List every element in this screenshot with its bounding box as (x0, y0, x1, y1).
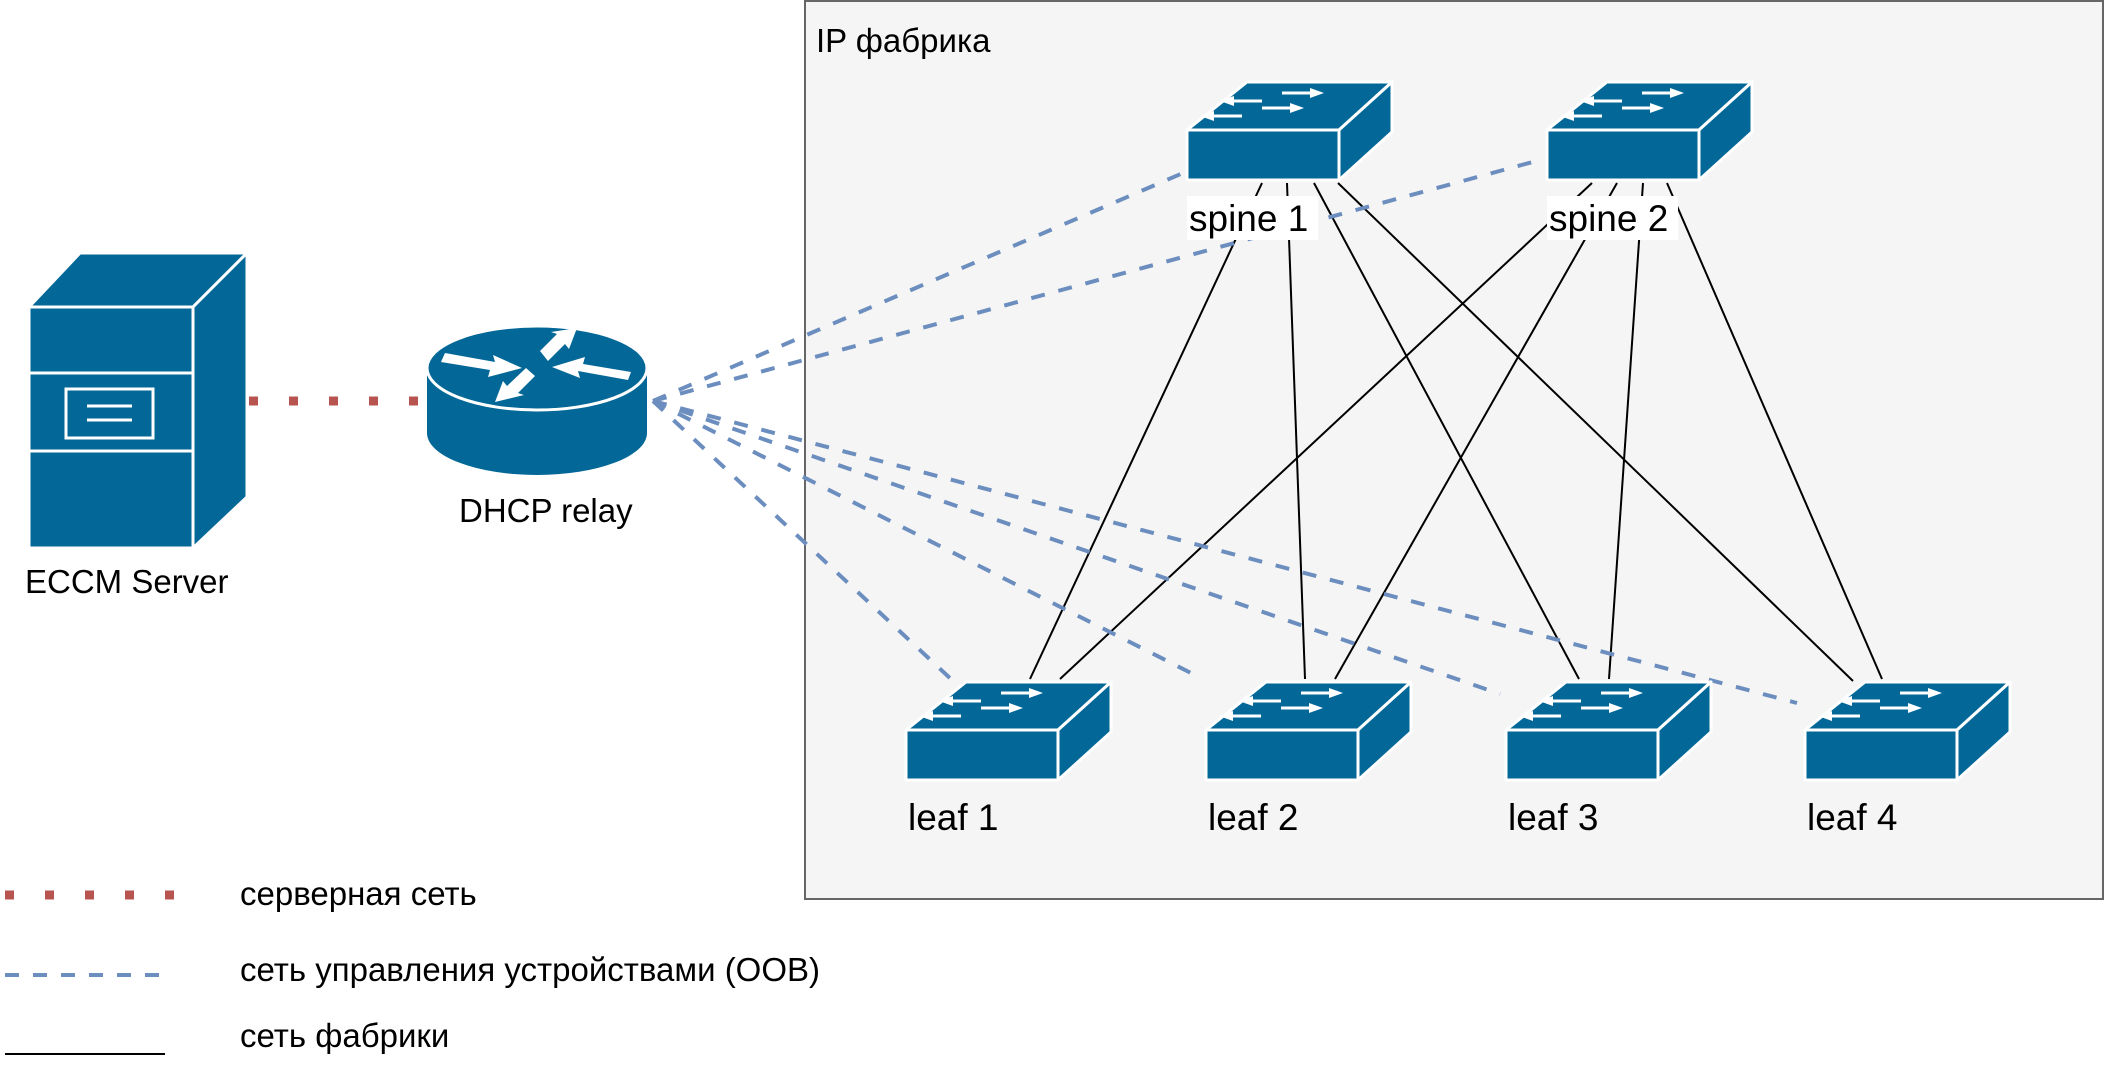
fabric-network-links (1029, 182, 1883, 682)
node-spine-1[interactable]: spine 1 (1185, 80, 1394, 240)
node-leaf-1[interactable]: leaf 1 (904, 680, 1113, 838)
legend-label: серверная сеть (240, 875, 477, 912)
spine2-label: spine 2 (1549, 198, 1668, 239)
link-relay-leaf2[interactable] (652, 399, 1196, 677)
leaf4-label: leaf 4 (1807, 797, 1898, 838)
spine1-label: spine 1 (1189, 198, 1308, 239)
router-icon (425, 324, 649, 475)
oob-network-links (651, 158, 1798, 705)
leaf1-label: leaf 1 (908, 797, 999, 838)
legend-label: сеть управления устройствами (OOB) (240, 951, 820, 988)
link-relay-leaf4[interactable] (652, 399, 1798, 705)
legend-item-oob-network: сеть управления устройствами (OOB) (5, 951, 820, 988)
legend: серверная сеть сеть управления устройств… (5, 875, 820, 1055)
link-spine2-leaf2[interactable] (1334, 182, 1618, 680)
link-spine2-leaf3[interactable] (1608, 182, 1644, 680)
link-relay-spine1[interactable] (652, 171, 1184, 403)
link-relay-spine2[interactable] (652, 158, 1541, 403)
link-spine2-leaf1[interactable] (1059, 182, 1593, 680)
node-leaf-2[interactable]: leaf 2 (1204, 680, 1413, 838)
link-spine1-leaf4[interactable] (1337, 182, 1854, 682)
spine1-label-bg (1187, 196, 1318, 240)
legend-item-fabric-network: сеть фабрики (5, 1017, 449, 1055)
link-spine2-leaf4[interactable] (1666, 182, 1883, 680)
spine2-label-bg (1547, 196, 1678, 240)
node-eccm-server[interactable]: ECCM Server (25, 251, 249, 600)
link-spine1-leaf1[interactable] (1029, 182, 1263, 680)
node-dhcp-relay[interactable]: DHCP relay (425, 324, 649, 529)
link-relay-leaf1[interactable] (651, 399, 954, 682)
node-leaf-4[interactable]: leaf 4 (1803, 680, 2012, 838)
node-spine-2[interactable]: spine 2 (1545, 80, 1754, 240)
link-relay-leaf3[interactable] (652, 399, 1501, 696)
node-leaf-3[interactable]: leaf 3 (1504, 680, 1713, 838)
legend-label: сеть фабрики (240, 1017, 449, 1054)
server-icon (27, 251, 249, 550)
link-spine1-leaf3[interactable] (1313, 182, 1580, 680)
legend-item-server-network: серверная сеть (5, 875, 477, 912)
fabric-group-title: IP фабрика (816, 22, 991, 59)
leaf2-label: leaf 2 (1208, 797, 1299, 838)
link-spine1-leaf2[interactable] (1286, 182, 1306, 680)
leaf3-label: leaf 3 (1508, 797, 1599, 838)
relay-label: DHCP relay (459, 492, 633, 529)
server-label: ECCM Server (25, 563, 229, 600)
